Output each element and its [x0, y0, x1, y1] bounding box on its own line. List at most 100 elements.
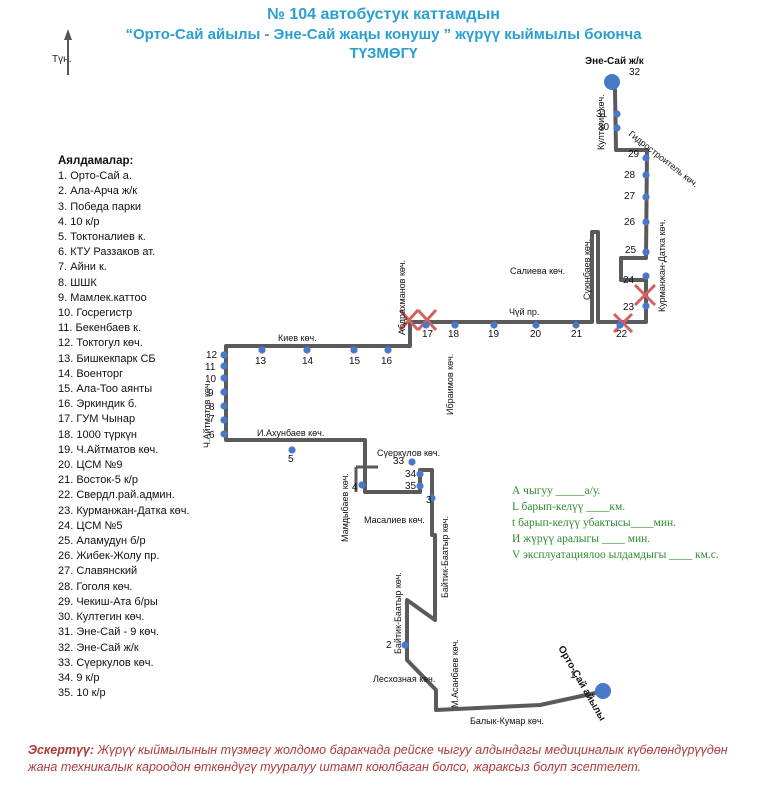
legend-item: 20. ЦСМ №9 — [58, 459, 123, 472]
stop-dot — [220, 374, 228, 382]
stop-number: 28 — [624, 170, 636, 181]
stop-number: 29 — [628, 149, 640, 160]
stop-dot — [416, 482, 424, 490]
legend-item: 19. Ч.Айтматов көч. — [58, 443, 159, 456]
stop-number: 4 — [352, 482, 358, 493]
stop-dot — [220, 388, 228, 396]
stop-dot — [401, 641, 409, 649]
footnote-label: Эскертүү: — [28, 743, 95, 757]
stop-number: 22 — [616, 329, 628, 340]
street-label: Ч.Айтматов көч. — [202, 381, 212, 448]
street-label: Байтик-Баатыр көч. — [393, 572, 403, 654]
stop-dot — [451, 321, 459, 329]
stop-number: 19 — [488, 329, 500, 340]
stop-dot — [428, 494, 436, 502]
legend-item: 31. Эне-Сай - 9 көч. — [58, 626, 160, 639]
street-label: Киев көч. — [278, 333, 317, 343]
stop-dot — [490, 321, 498, 329]
north-arrow-icon — [64, 29, 72, 75]
stop-dot — [303, 346, 311, 354]
stop-number: 5 — [288, 454, 294, 465]
legend-item: 1. Орто-Сай а. — [58, 170, 132, 183]
street-label: Абдрахманов көч. — [397, 260, 407, 335]
closed-marker-icon — [398, 283, 657, 334]
street-label: Лесхозная көч. — [373, 674, 435, 684]
legend-item: 9. Мамлек.каттоо — [58, 291, 147, 304]
legend-item: 3. Победа парки — [58, 200, 142, 213]
legend-item: 25. Аламудун б/р — [58, 535, 146, 548]
stop-number: 18 — [448, 329, 460, 340]
stop-number: 17 — [422, 329, 434, 340]
stop-dot — [616, 321, 624, 329]
stop-dot — [288, 446, 296, 454]
legend-item: 33. Сүеркулов көч. — [58, 656, 154, 669]
stop-number: 15 — [349, 356, 361, 367]
stop-number: 25 — [625, 245, 637, 256]
stop-number: 7 — [209, 414, 215, 425]
stop-number: 11 — [205, 362, 216, 373]
stop-number: 27 — [624, 191, 636, 202]
legend-item: 17. ГУМ Чынар — [58, 413, 136, 426]
stop-dot — [642, 302, 650, 310]
stat-line: L барып-келүү ____км. — [512, 501, 626, 513]
stop-dot — [258, 346, 266, 354]
street-label: Сүеркулов көч. — [377, 448, 440, 458]
stop-dot — [416, 470, 424, 478]
street-label: Мамдыбаев көч. — [340, 473, 350, 542]
stop-number: 31 — [596, 109, 608, 120]
legend-item: 5. Токтоналиев к. — [58, 231, 146, 244]
stop-dot — [220, 362, 228, 370]
stat-line: t барып-келүү убактысы____мин. — [512, 517, 677, 529]
stop-dot — [220, 351, 228, 359]
legend-item: 8. ШШК — [58, 276, 97, 289]
stop-dot — [408, 458, 416, 466]
route-stats: А чыгуу _____а/у. L барып-келүү ____км. … — [512, 483, 719, 563]
stop-number: 30 — [598, 122, 610, 133]
stop-dot — [220, 416, 228, 424]
stop-dot — [350, 346, 358, 354]
street-label: Масалиев көч. — [364, 515, 425, 525]
stat-line: А чыгуу _____а/у. — [512, 485, 601, 497]
legend-item: 18. 1000 түркүн — [58, 428, 137, 441]
footnote: Эскертүү: Жүрүү кыймылынын түзмөгү жолдо… — [28, 742, 728, 776]
stop-number: 32 — [629, 67, 641, 78]
stop-dot — [532, 321, 540, 329]
stop-dot — [358, 481, 366, 489]
legend-item: 32. Эне-Сай ж/к — [58, 641, 139, 654]
street-label: Салиева көч. — [510, 266, 565, 276]
street-label: Сүюнбаев көч. — [582, 239, 592, 300]
stop-number: 21 — [571, 329, 583, 340]
legend-item: 11. Бекенбаев к. — [58, 322, 142, 335]
legend-item: 16. Эркиндик б. — [58, 398, 138, 411]
stop-dot — [613, 110, 621, 118]
legend-item: 24. ЦСМ №5 — [58, 519, 123, 532]
legend-item: 14. Военторг — [58, 367, 124, 380]
route-line — [224, 83, 649, 712]
stop-number: 8 — [209, 402, 215, 413]
stop-dot — [220, 402, 228, 410]
stop-dot — [642, 171, 650, 179]
legend-item: 4. 10 к/р — [58, 215, 100, 228]
stop-number: 34 — [405, 469, 417, 480]
stop-number: 33 — [393, 456, 405, 467]
legend-item: 28. Гоголя көч. — [58, 580, 133, 593]
map-title-line1: № 104 автобустук каттамдын — [267, 6, 500, 23]
legend-item: 29. Чекиш-Ата б/ры — [58, 595, 158, 608]
stop-dot — [422, 321, 430, 329]
stop-dot — [220, 430, 228, 438]
stop-dot — [613, 124, 621, 132]
legend-item: 12. Токтогул көч. — [58, 337, 143, 350]
legend-item: 21. Восток-5 к/р — [58, 474, 138, 487]
stop-number: 9 — [208, 388, 214, 399]
legend-title: Аялдамалар: — [58, 155, 134, 167]
street-label: Курманжан-Датка көч. — [657, 219, 667, 312]
street-label: Култегин көч. — [596, 94, 606, 150]
legend-item: 26. Жибек-Жолу пр. — [58, 550, 160, 563]
stop-dot — [642, 193, 650, 201]
map-title-line3: ТҮЗМӨГҮ — [349, 45, 418, 62]
stat-line: V эксплуатациялоо ылдамдыгы ____ км.с. — [512, 549, 719, 561]
stop-number: 20 — [530, 329, 542, 340]
street-label: Ибраимов көч. — [445, 354, 455, 415]
